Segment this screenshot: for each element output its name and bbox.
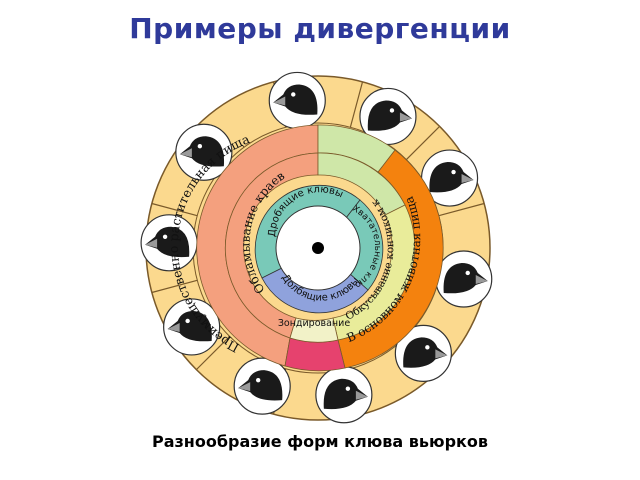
finch-head-icon (403, 337, 448, 368)
finch-head-icon (273, 84, 318, 115)
finch-eye-icon (162, 234, 168, 239)
finch-beak-icon (355, 390, 368, 400)
finch-head-medallion (394, 324, 452, 382)
ring-divider (405, 125, 441, 161)
finch-beak-icon (179, 148, 192, 158)
finch-eye-icon (465, 270, 470, 276)
ring-divider (349, 81, 364, 128)
finch-head-icon (443, 262, 488, 294)
finch-beak-icon (475, 274, 488, 284)
page-title: Примеры дивергенции (129, 12, 511, 45)
finch-head-medallion (359, 87, 417, 146)
finch-head-icon (179, 136, 225, 167)
finch-beak-icon (435, 349, 448, 359)
finch-eye-icon (451, 169, 456, 175)
finch-beak-icon (238, 382, 251, 392)
ring-divider (438, 202, 485, 217)
finch-heads (140, 71, 493, 424)
finch-head-medallion (175, 123, 233, 181)
finch-head-icon (145, 226, 190, 258)
finch-eye-icon (345, 386, 351, 391)
finch-eye-icon (197, 144, 203, 149)
ring-divider (195, 335, 231, 371)
finch-eye-icon (255, 377, 261, 383)
finch-eye-icon (389, 108, 395, 113)
bottom-pink-band (284, 337, 346, 372)
finch-head-icon (167, 310, 212, 342)
finch-beak-icon (461, 174, 474, 184)
finch-head-medallion (233, 357, 291, 415)
finch-head-medallion (420, 149, 479, 207)
finch-head-medallion (163, 298, 221, 356)
finch-beak-icon (145, 238, 158, 248)
finch-head-medallion (140, 214, 198, 272)
finch-head-medallion (315, 366, 373, 424)
finch-head-icon (367, 100, 412, 131)
probing-label: Зондирование (278, 318, 351, 329)
probing-band (289, 317, 339, 343)
ring-divider (151, 279, 198, 294)
finch-eye-icon (291, 92, 296, 97)
finch-head-icon (238, 370, 283, 401)
finch-beak-icon (399, 112, 412, 122)
finch-head-icon (323, 378, 368, 410)
center-dot (312, 242, 324, 254)
finch-head-medallion (435, 250, 493, 308)
finch-beak-icon (273, 96, 286, 106)
finch-head-medallion (268, 71, 326, 130)
finch-beak-icon (167, 322, 180, 332)
finch-head-icon (429, 162, 474, 193)
finch-eye-icon (185, 318, 190, 324)
finch-eye-icon (425, 345, 430, 350)
diagram-caption: Разнообразие форм клюва вьюрков (151, 432, 489, 451)
ring-divider (151, 202, 198, 217)
